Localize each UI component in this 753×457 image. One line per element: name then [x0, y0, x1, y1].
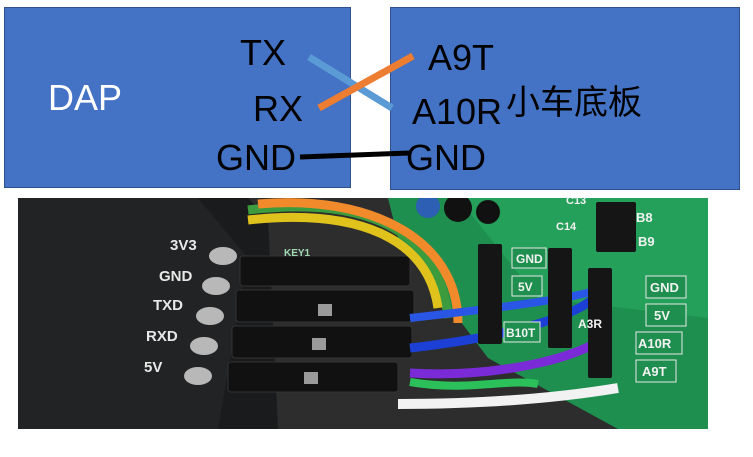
pin-gnd-right-label: GND — [406, 137, 486, 178]
dap-label: DAP — [48, 77, 123, 118]
board-label: A10R — [638, 336, 672, 351]
board-label: A3R — [578, 317, 602, 331]
pin-gnd-left-label: GND — [216, 137, 296, 178]
module-pin-label: 5V — [144, 359, 162, 376]
board-label: B10T — [506, 326, 536, 340]
module-pin-label: GND — [159, 268, 193, 285]
pin-a9t-label: A9T — [428, 37, 495, 78]
board-label: B8 — [636, 210, 653, 225]
board-label: KEY1 — [284, 248, 311, 259]
board-label: C14 — [556, 221, 577, 233]
module-pin-label: 3V3 — [170, 237, 197, 254]
board-label: GND — [516, 252, 543, 266]
car-board-box — [390, 7, 740, 190]
dap-box — [4, 7, 351, 188]
board-label: 5V — [654, 308, 670, 323]
car-board-label: 小车底板 — [506, 83, 642, 123]
wiring-photo: 3V3 GND TXD RXD 5V — [18, 198, 708, 429]
module-header-pins — [184, 247, 237, 385]
module-pin-label: TXD — [153, 297, 183, 314]
board-label: A9T — [642, 364, 667, 379]
board-label: C13 — [566, 198, 586, 207]
board-label: GND — [650, 280, 679, 295]
board-label: B9 — [638, 234, 655, 249]
module-pin-label: RXD — [146, 328, 178, 345]
pin-a10r-label: A10R — [412, 91, 503, 132]
pin-rx-label: RX — [253, 88, 304, 129]
board-label: 5V — [518, 280, 533, 294]
pin-tx-label: TX — [240, 32, 287, 73]
